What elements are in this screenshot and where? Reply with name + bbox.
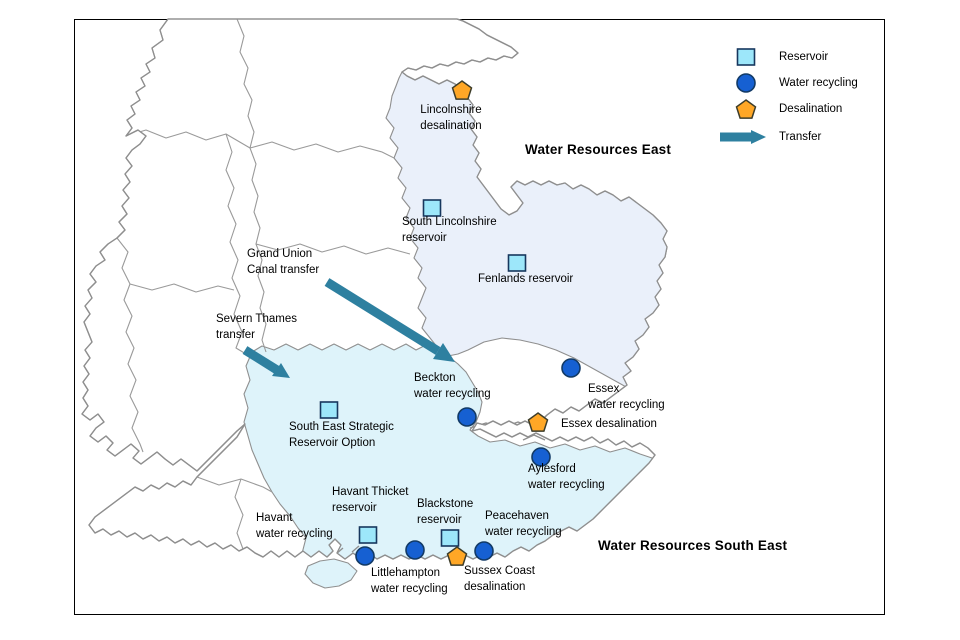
- legend-label-reservoir: Reservoir: [779, 51, 829, 63]
- label-essex-water-recycling: Essex water recycling: [588, 383, 665, 411]
- region-title-east: Water Resources East: [525, 142, 672, 157]
- marker-havant-water-recycling-water-recycling-icon: [355, 546, 375, 566]
- label-peacehaven-water-recycling: Peacehaven water recycling: [485, 510, 562, 538]
- label-beckton-water-recycling: Beckton water recycling: [414, 372, 491, 400]
- legend-desalination-icon: [735, 99, 757, 119]
- marker-sussex-coast-desalination-desalination-icon: [446, 546, 468, 566]
- marker-havant-thicket-reservoir-reservoir-icon: [358, 526, 378, 544]
- label-havant-water-recycling: Havant water recycling: [256, 512, 333, 540]
- label-aylesford-water-recycling: Aylesford water recycling: [528, 463, 605, 491]
- legend-label-desalination: Desalination: [779, 103, 843, 115]
- label-essex-desalination: Essex desalination: [561, 418, 657, 430]
- county-boundary-wales-border: [225, 133, 247, 355]
- marker-south-east-strategic-reservoir-reservoir-icon: [319, 401, 339, 419]
- marker-layer: [319, 80, 581, 566]
- marker-south-lincolnshire-reservoir-reservoir-icon: [422, 199, 442, 217]
- marker-blackstone-reservoir-reservoir-icon: [440, 529, 460, 547]
- legend-reservoir-icon: [736, 48, 756, 66]
- severn-thames-transfer-label: Severn Thames transfer: [216, 313, 297, 341]
- legend-label-transfer: Transfer: [779, 131, 822, 143]
- isle-of-wight: [304, 558, 358, 589]
- grand-union-transfer-label: Grand Union Canal transfer: [247, 248, 320, 276]
- label-south-east-strategic-reservoir: South East Strategic Reservoir Option: [289, 421, 394, 449]
- county-boundary-yorkshire: [249, 141, 395, 159]
- marker-lincolnshire-desalination-desalination-icon: [451, 80, 473, 100]
- label-fenlands-reservoir: Fenlands reservoir: [478, 273, 574, 285]
- legend-water-recycling-icon: [736, 73, 756, 93]
- marker-essex-desalination-desalination-icon: [527, 412, 549, 432]
- marker-aylesford-water-recycling-water-recycling-icon: [531, 447, 551, 467]
- label-sussex-coast-desalination: Sussex Coast desalination: [464, 565, 535, 593]
- label-havant-thicket-reservoir: Havant Thicket reservoir: [332, 486, 409, 514]
- county-boundary-wales-west: [116, 237, 144, 453]
- county-boundary-wales-mid: [129, 283, 235, 293]
- legend-label-water-recycling: Water recycling: [779, 77, 858, 89]
- label-lincolnshire-desalination: Lincolnshire desalination: [420, 104, 482, 132]
- label-littlehampton-water-recycling: Littlehampton water recycling: [371, 567, 448, 595]
- county-boundary-devon: [234, 478, 244, 550]
- marker-peacehaven-water-recycling-water-recycling-icon: [474, 541, 494, 561]
- county-boundary-midlands: [255, 243, 411, 255]
- severn-thames-transfer-arrow: [242, 346, 290, 378]
- grand-union-transfer-arrow: [324, 278, 455, 362]
- region-title-south-east: Water Resources South East: [598, 538, 788, 553]
- marker-fenlands-reservoir-reservoir-icon: [507, 254, 527, 272]
- legend-symbol-layer: [720, 48, 766, 144]
- label-south-lincolnshire-reservoir: South Lincolnshire reservoir: [402, 216, 497, 244]
- marker-essex-water-recycling-water-recycling-icon: [561, 358, 581, 378]
- county-boundary-pennines: [236, 19, 267, 353]
- marker-littlehampton-water-recycling-water-recycling-icon: [405, 540, 425, 560]
- label-blackstone-reservoir: Blackstone reservoir: [417, 498, 474, 526]
- marker-beckton-water-recycling-water-recycling-icon: [457, 407, 477, 427]
- legend-transfer-icon: [720, 130, 766, 144]
